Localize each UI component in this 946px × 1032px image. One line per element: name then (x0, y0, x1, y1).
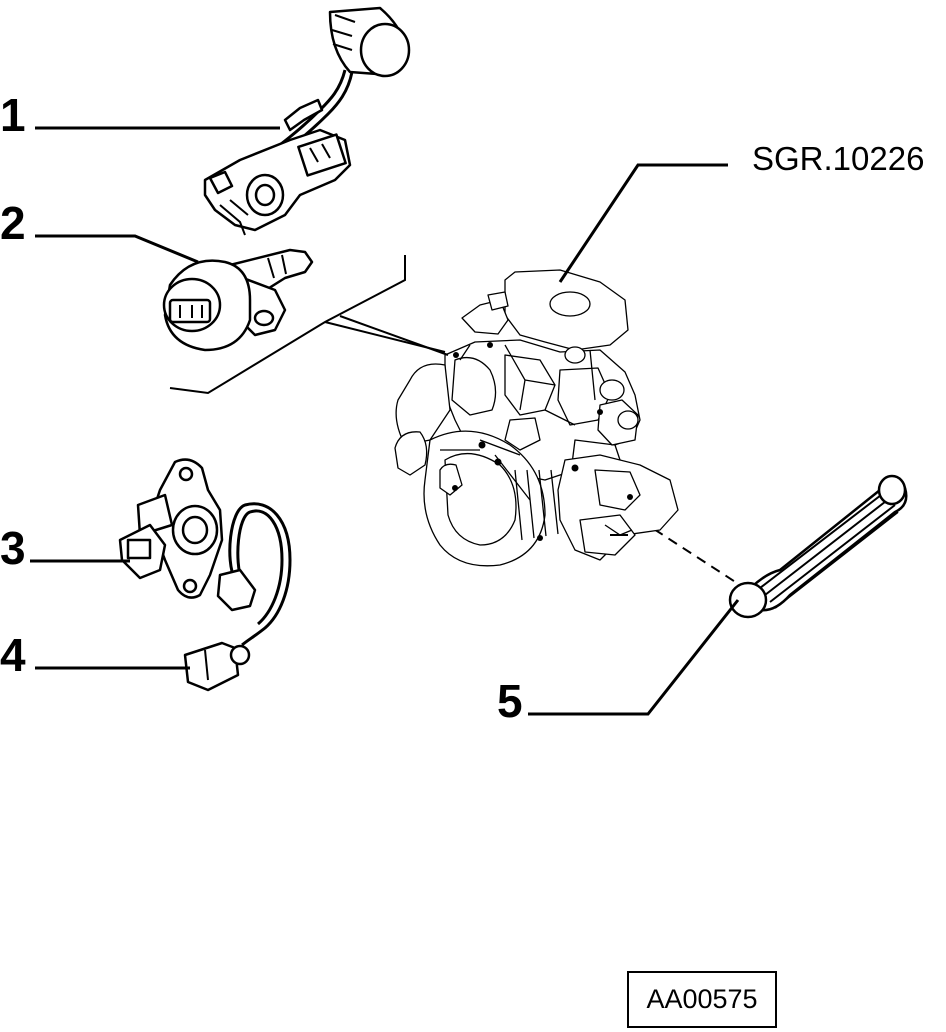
callout-1: 1 (0, 89, 26, 141)
connector-lead-icon (183, 502, 292, 692)
engine-assembly-icon (394, 269, 741, 586)
subgroup-bracket (169, 255, 449, 395)
position-sensor-icon (118, 458, 224, 599)
leader-line-5 (528, 599, 740, 716)
actuator-valve-icon (162, 248, 314, 352)
reference-code: SGR.10226 (752, 140, 924, 177)
leader-line-2 (35, 234, 199, 264)
callout-labels: 1 2 3 4 5 (0, 89, 523, 727)
callout-5: 5 (497, 675, 523, 727)
leader-lines (30, 126, 740, 716)
callout-4: 4 (0, 629, 26, 681)
wiring-harness-icon (728, 474, 908, 619)
gear-position-switch-icon (203, 6, 411, 236)
leader-line-ref (558, 163, 728, 283)
drawing-code-box: AA00575 (627, 971, 777, 1028)
callout-3: 3 (0, 522, 26, 574)
drawing-code: AA00575 (646, 984, 758, 1014)
callout-2: 2 (0, 197, 26, 249)
